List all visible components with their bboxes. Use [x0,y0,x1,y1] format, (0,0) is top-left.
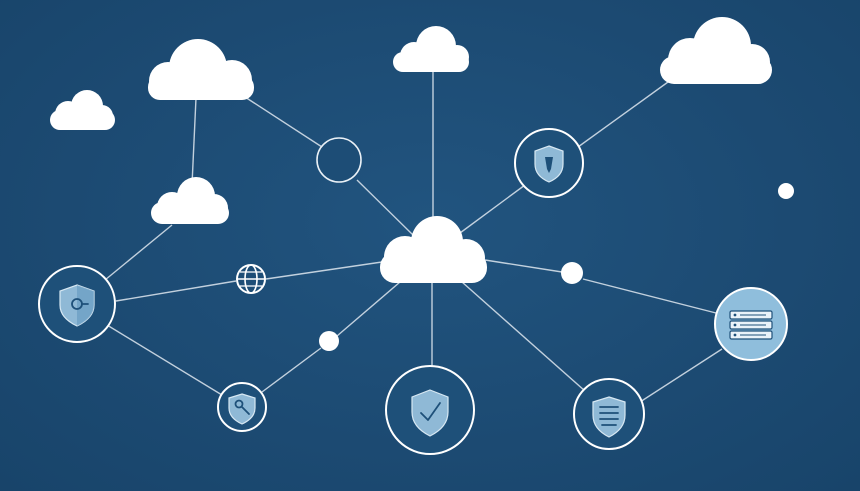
shield-icon [514,128,584,198]
server-rack-icon [714,287,788,361]
cloud-icon [151,177,229,224]
hub-cloud-icon [380,216,487,283]
link-cloud-ring [244,96,323,148]
node-dot [778,183,794,199]
list-shield-icon [573,378,645,450]
link-shield-left-keyshield [106,324,223,396]
key-shield-icon [217,382,267,432]
shield-icon [38,265,116,343]
connections [104,62,723,403]
link-hub-dot-mid [336,281,401,337]
link-hub-dot-right [484,259,563,273]
cloud-icon [660,17,772,84]
link-globe-shield-left [115,280,237,302]
cloud-icon [148,39,254,100]
empty-node-ring [316,137,362,183]
link-listshield-server [639,348,723,403]
check-shield-icon [385,365,475,455]
link-shield-left-cloud [104,224,173,281]
link-shield-tr-cloud [577,81,669,148]
node-dot [561,262,583,284]
link-cloud-vertical [191,97,197,186]
globe-icon [236,264,266,294]
link-hub-globe [265,261,383,280]
link-dot-server [582,278,717,314]
cloud-icon [50,90,115,130]
link-hub-ring [356,179,414,236]
link-hub-shield-tr [459,184,526,234]
link-dot-keyshield [261,347,322,393]
node-dot [319,331,339,351]
link-hub-listshield [461,281,586,392]
cloud-icon [393,26,469,72]
